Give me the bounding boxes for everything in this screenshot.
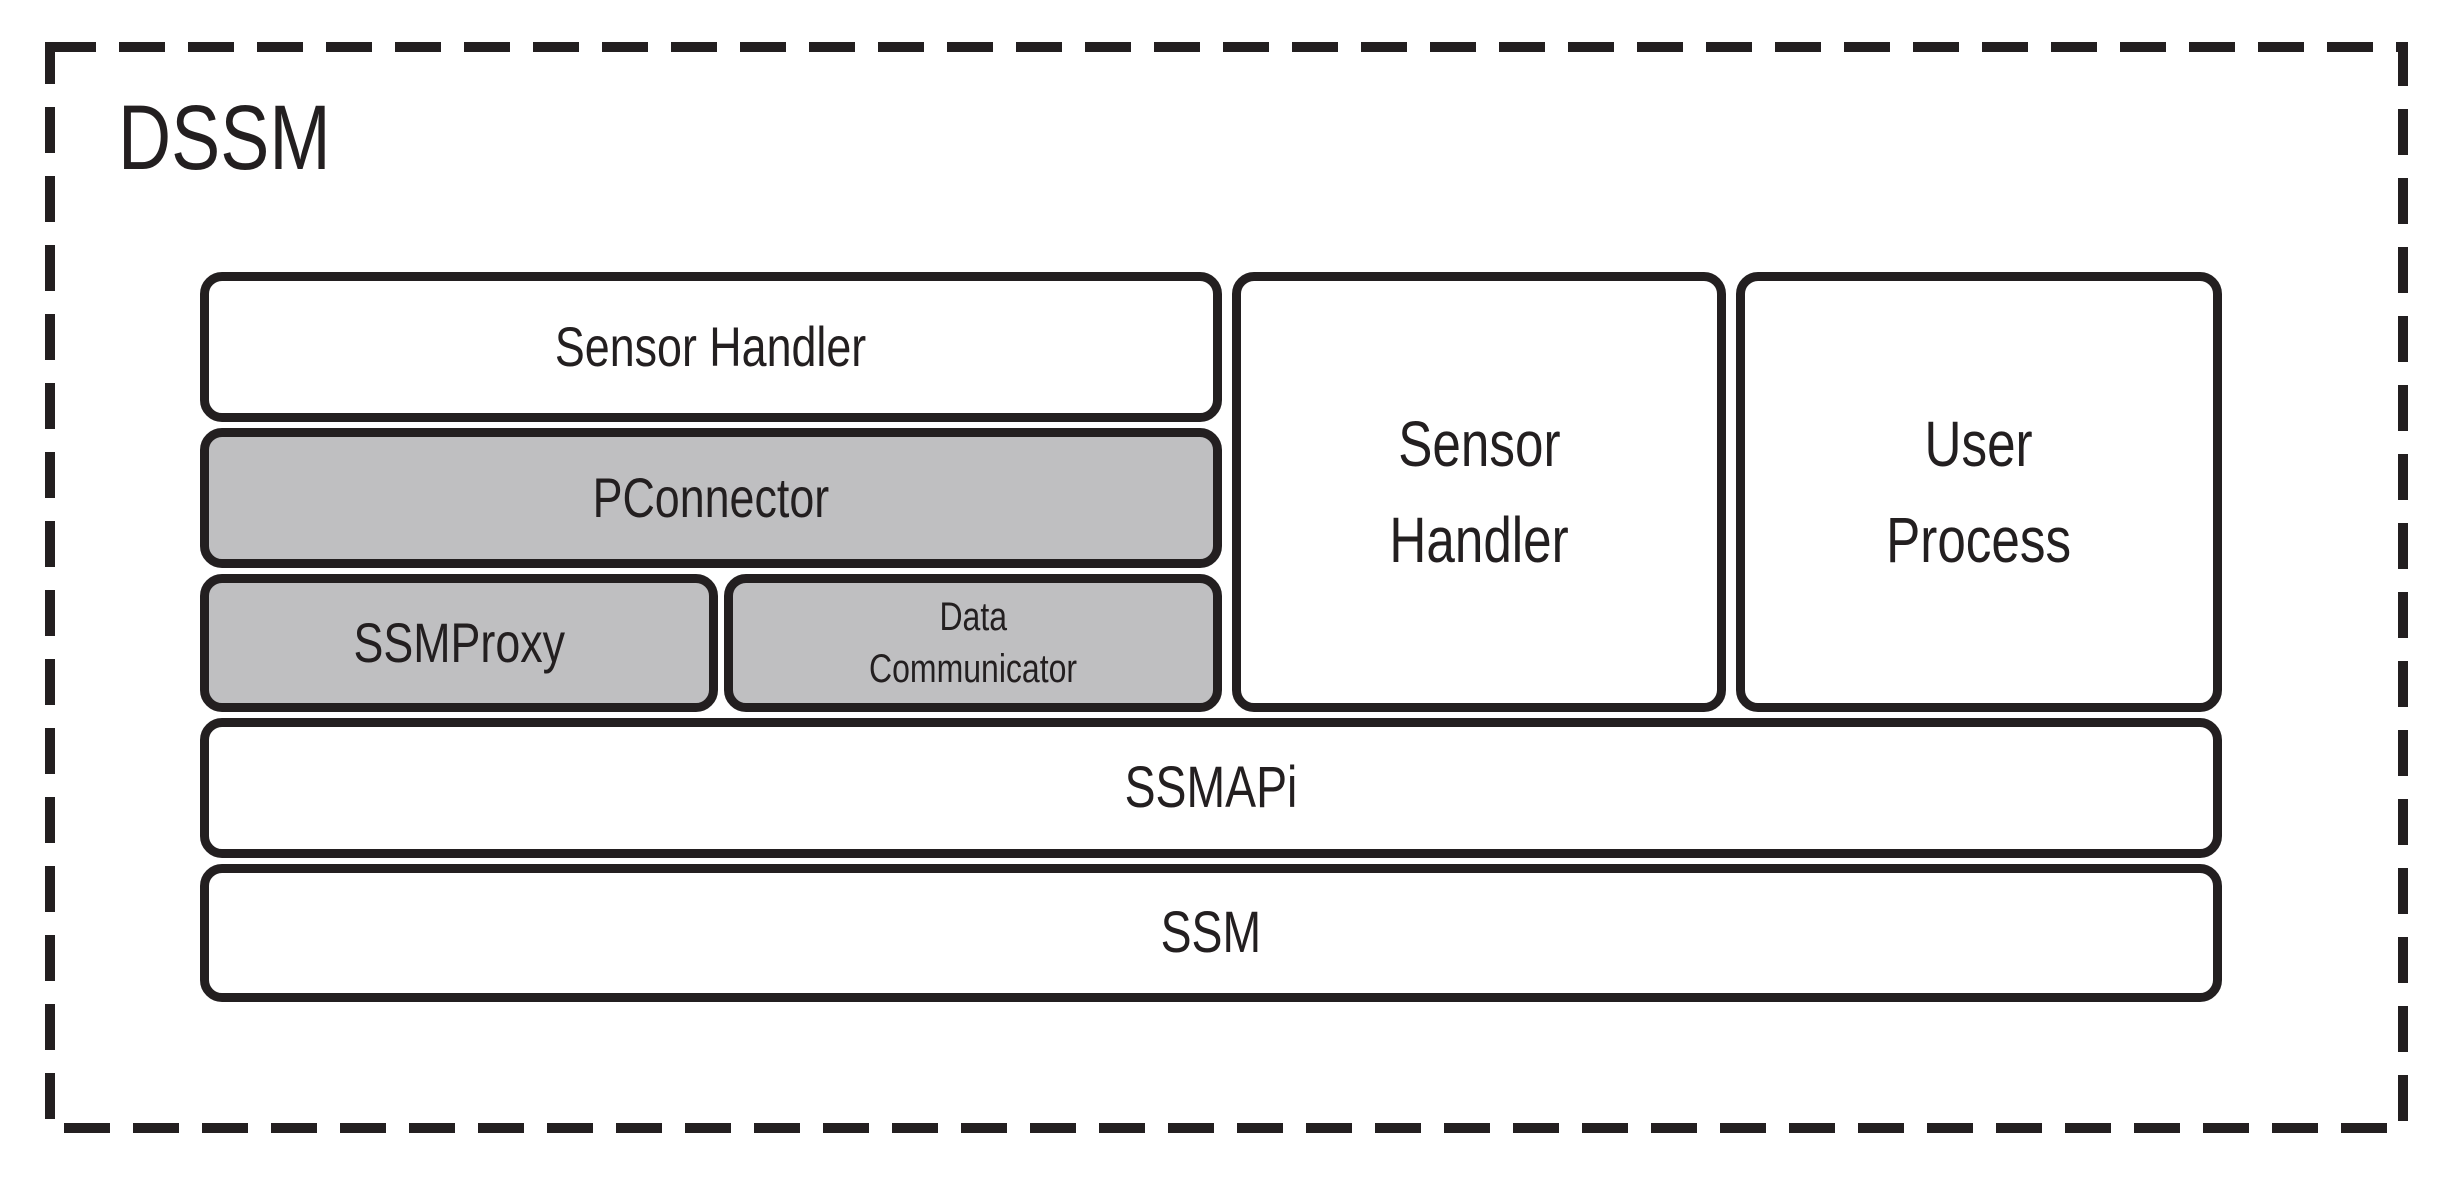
data-communicator-line-1: Data [939,595,1007,639]
sensor-handler-process-line-2: Handler [1389,504,1569,576]
box-ssmproxy: SSMProxy [200,574,718,712]
ssm-label: SSM [1160,900,1262,965]
sensor-handler-process-label: Sensor Handler [1367,412,1591,572]
pconnector-label: PConnector [592,466,830,529]
diagram-title: DSSM [118,92,384,184]
box-sensor-handler-top: Sensor Handler [200,272,1222,422]
box-ssmapi-layer: SSMAPi [200,718,2222,858]
box-pconnector: PConnector [200,428,1222,568]
box-ssm-layer: SSM [200,864,2222,1002]
sensor-handler-process-line-1: Sensor [1397,408,1561,480]
box-user-process: User Process [1736,272,2222,712]
ssmproxy-label: SSMProxy [353,611,565,674]
data-communicator-label: Data Communicator [843,597,1103,689]
user-process-line-2: Process [1886,504,2072,576]
data-communicator-line-2: Communicator [868,647,1078,691]
box-data-communicator: Data Communicator [724,574,1222,712]
box-sensor-handler-process: Sensor Handler [1232,272,1726,712]
ssmapi-label: SSMAPi [1124,755,1298,820]
diagram-title-label: DSSM [118,87,331,189]
user-process-label: User Process [1863,412,2094,572]
sensor-handler-top-label: Sensor Handler [555,315,867,378]
user-process-line-1: User [1924,408,2034,480]
